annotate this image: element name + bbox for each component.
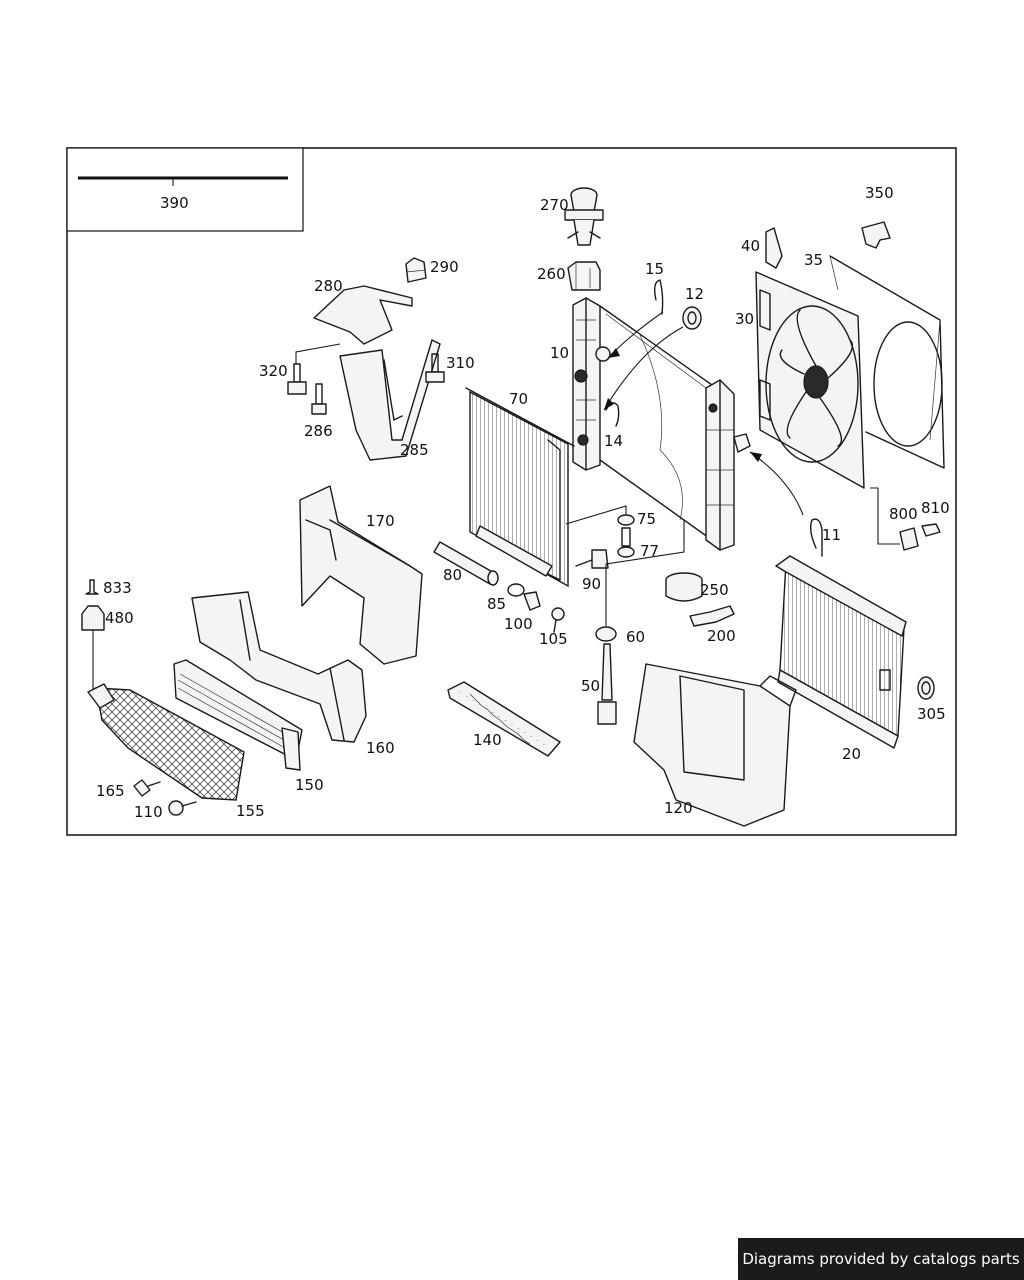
callout-250[interactable]: 250	[700, 581, 729, 599]
part-200-bracket[interactable]	[689, 605, 735, 627]
part-60-nut[interactable]	[595, 626, 617, 642]
callout-140[interactable]: 140	[473, 731, 502, 749]
callout-105[interactable]: 105	[539, 630, 568, 648]
part-833-pin[interactable]	[85, 579, 99, 595]
callout-35[interactable]: 35	[804, 251, 823, 269]
callout-200[interactable]: 200	[707, 627, 736, 645]
part-170-air-guide[interactable]	[299, 485, 423, 665]
radiator-right-tank[interactable]	[705, 379, 751, 551]
part-15-clip[interactable]	[653, 279, 664, 315]
callout-70[interactable]: 70	[509, 390, 528, 408]
callout-160[interactable]: 160	[366, 739, 395, 757]
callout-10[interactable]: 10	[550, 344, 569, 362]
part-250-cap[interactable]	[665, 572, 703, 602]
footer-credit-text: Diagrams provided by catalogs parts	[742, 1250, 1020, 1268]
callout-833[interactable]: 833	[103, 579, 132, 597]
part-20-aux-radiator[interactable]	[775, 555, 907, 749]
part-810-sensor[interactable]	[921, 523, 941, 537]
part-80-dryer[interactable]	[433, 525, 553, 586]
part-75-washer[interactable]	[617, 514, 635, 526]
assembly-arrows	[603, 311, 804, 516]
callout-350[interactable]: 350	[865, 184, 894, 202]
part-100-clip[interactable]	[523, 591, 541, 611]
callout-75[interactable]: 75	[637, 510, 656, 528]
part-40-bracket[interactable]	[765, 227, 783, 269]
callout-285[interactable]: 285	[400, 441, 429, 459]
callout-85[interactable]: 85	[487, 595, 506, 613]
callout-320[interactable]: 320	[259, 362, 288, 380]
part-50-pipe[interactable]	[597, 643, 617, 725]
callout-77[interactable]: 77	[640, 542, 659, 560]
callout-60[interactable]: 60	[626, 628, 645, 646]
callout-50[interactable]: 50	[581, 677, 600, 695]
part-270-cap[interactable]	[564, 187, 604, 246]
callout-480[interactable]: 480	[105, 609, 134, 627]
callout-305[interactable]: 305	[917, 705, 946, 723]
part-165-clip[interactable]	[133, 779, 161, 797]
part-800-connector[interactable]	[899, 527, 919, 551]
part-77-bolt[interactable]	[617, 527, 635, 558]
callout-40[interactable]: 40	[741, 237, 760, 255]
lead-60	[605, 520, 685, 626]
callout-11[interactable]: 11	[822, 526, 841, 544]
callout-810[interactable]: 810	[921, 499, 950, 517]
footer-credit-banner: Diagrams provided by catalogs parts	[738, 1238, 1024, 1280]
part-160-air-guide[interactable]	[191, 591, 367, 743]
callout-110[interactable]: 110	[134, 803, 163, 821]
part-150-cooler[interactable]	[173, 659, 303, 771]
part-35-outer-shroud[interactable]	[829, 255, 945, 469]
diagram-frame	[66, 147, 957, 836]
part-155-grille[interactable]	[87, 683, 245, 801]
callout-100[interactable]: 100	[504, 615, 533, 633]
part-105-bolt[interactable]	[551, 607, 565, 633]
part-480-connector[interactable]	[81, 605, 105, 631]
callout-170[interactable]: 170	[366, 512, 395, 530]
callout-155[interactable]: 155	[236, 802, 265, 820]
callout-280[interactable]: 280	[314, 277, 343, 295]
legend-box	[66, 147, 304, 232]
part-350-clip[interactable]	[861, 221, 891, 249]
part-110-clip[interactable]	[168, 800, 197, 816]
part-305-clamp[interactable]	[917, 676, 935, 700]
callout-15[interactable]: 15	[645, 260, 664, 278]
callout-310[interactable]: 310	[446, 354, 475, 372]
callout-labels: 390 270 260 15 12 10 14 70 40 350 35 30 …	[96, 184, 950, 821]
callout-30[interactable]: 30	[735, 310, 754, 328]
callout-260[interactable]: 260	[537, 265, 566, 283]
part-140-seal[interactable]	[447, 681, 561, 757]
lead-320	[295, 343, 341, 364]
part-290-bump-stop[interactable]	[405, 257, 427, 283]
callout-290[interactable]: 290	[430, 258, 459, 276]
part-12-seal[interactable]	[682, 306, 702, 330]
part-320-bolt[interactable]	[287, 363, 307, 395]
callout-120[interactable]: 120	[664, 799, 693, 817]
callout-270[interactable]: 270	[540, 196, 569, 214]
part-280-bracket[interactable]	[313, 285, 413, 345]
callout-12[interactable]: 12	[685, 285, 704, 303]
callout-150[interactable]: 150	[295, 776, 324, 794]
part-85-oring[interactable]	[507, 583, 525, 597]
callout-14[interactable]: 14	[604, 432, 623, 450]
part-11-clip[interactable]	[809, 518, 823, 557]
callout-800[interactable]: 800	[889, 505, 918, 523]
part-286-bolt[interactable]	[311, 383, 327, 415]
callout-165[interactable]: 165	[96, 782, 125, 800]
part-120-air-duct[interactable]	[633, 663, 797, 827]
callout-286[interactable]: 286	[304, 422, 333, 440]
part-260-bracket[interactable]	[567, 261, 601, 291]
part-310-bolt[interactable]	[425, 353, 445, 383]
part-30-fan-shroud[interactable]	[755, 271, 865, 489]
part-10-end-tank[interactable]	[572, 297, 611, 471]
callout-20[interactable]: 20	[842, 745, 861, 763]
lead-75-77	[565, 505, 627, 525]
callout-90[interactable]: 90	[582, 575, 601, 593]
part-90-bolt[interactable]	[575, 549, 609, 569]
part-285-support[interactable]	[339, 339, 441, 461]
callout-80[interactable]: 80	[443, 566, 462, 584]
legend-number: 390	[160, 194, 189, 212]
lead-800-810	[870, 487, 900, 545]
